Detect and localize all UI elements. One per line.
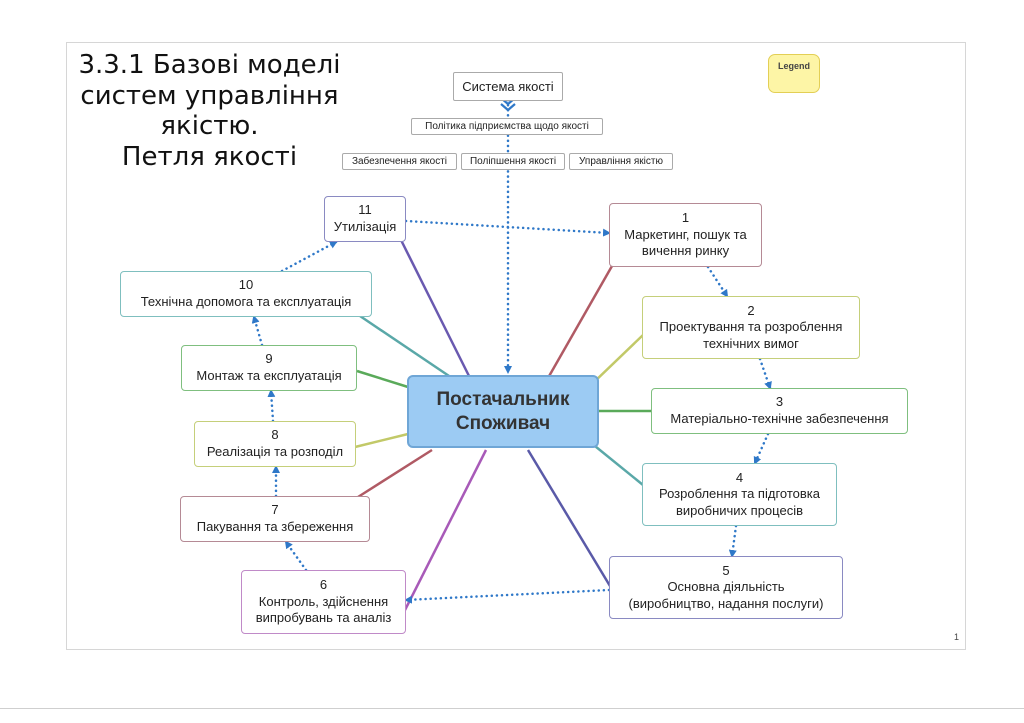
- node-number: 4: [735, 469, 744, 485]
- loop-node-6-control: 6 Контроль, здійснення випробувань та ан…: [241, 570, 406, 634]
- loop-node-9-installation: 9 Монтаж та експлуатація: [181, 345, 357, 391]
- spoke-link-2: [591, 334, 644, 385]
- quality-management-box: Управління якістю: [569, 153, 673, 170]
- loop-node-5-main-activity: 5 Основна діяльність (виробництво, надан…: [609, 556, 843, 619]
- node-number: 6: [319, 577, 328, 593]
- node-number: 9: [265, 351, 273, 367]
- title-line-4: Петля якості: [121, 142, 298, 173]
- quality-assurance-box: Забезпечення якості: [342, 153, 457, 170]
- spoke-link-6: [403, 449, 488, 611]
- node-label: Технічна допомога та експлуатація: [140, 294, 352, 309]
- node-label: Маркетинг, пошук та: [624, 226, 747, 242]
- flow-arrow-6: [728, 524, 738, 558]
- title-line-3: якістю.: [160, 111, 259, 142]
- flow-arrow-3: [706, 265, 729, 298]
- node-label: Розроблення та підготовка: [658, 486, 820, 502]
- spoke-link-1: [546, 265, 614, 379]
- node-number: 2: [747, 302, 755, 318]
- node-label: технічних вимог: [703, 335, 799, 351]
- flow-arrow-12: [280, 240, 338, 273]
- legend-label: Legend: [777, 61, 810, 71]
- flow-arrow-7: [404, 588, 611, 604]
- node-number: 3: [775, 394, 784, 410]
- quality-management-label: Управління якістю: [579, 156, 663, 167]
- loop-node-10-tech-support: 10 Технічна допомога та експлуатація: [120, 271, 372, 317]
- loop-node-8-sales: 8 Реалізація та розподіл: [194, 421, 356, 467]
- center-node: Постачальник Споживач: [407, 375, 599, 448]
- node-number: 1: [681, 210, 690, 226]
- node-number: 11: [358, 202, 372, 218]
- flow-arrow-8: [284, 540, 308, 572]
- spoke-link-11: [398, 237, 472, 379]
- quality-system-box: Система якості: [453, 72, 563, 101]
- node-label: Матеріально-технічне забезпечення: [670, 411, 889, 426]
- node-label: Реалізація та розподіл: [206, 444, 344, 459]
- center-supplier-label: Постачальник: [436, 388, 570, 410]
- spoke-link-5: [526, 449, 612, 587]
- node-label: Монтаж та експлуатація: [196, 368, 342, 383]
- loop-node-4-process-preparation: 4 Розроблення та підготовка виробничих п…: [642, 463, 837, 526]
- spoke-link-8: [354, 432, 409, 449]
- flow-arrow-11: [251, 315, 264, 347]
- node-number: 8: [271, 427, 279, 443]
- flow-arrow-5: [753, 432, 770, 465]
- loop-node-3-procurement: 3 Матеріально-технічне забезпечення: [651, 388, 908, 434]
- node-number: 10: [238, 277, 254, 293]
- node-label: Контроль, здійснення: [258, 593, 389, 609]
- title-line-1: 3.3.1 Базові моделі: [78, 50, 341, 80]
- legend-box[interactable]: Legend: [768, 54, 820, 93]
- spoke-link-4: [589, 441, 644, 486]
- node-label: Основна діяльність: [667, 579, 785, 595]
- spoke-link-10: [359, 314, 453, 380]
- quality-system-label: Система якості: [462, 79, 554, 94]
- quality-policy-label: Політика підприємства щодо якості: [425, 121, 589, 132]
- spoke-link-9: [356, 369, 409, 389]
- node-number: 7: [271, 502, 279, 518]
- node-label: (виробництво, надання послуги): [628, 595, 824, 611]
- bottom-divider: [0, 708, 1024, 709]
- page-number: 1: [954, 632, 960, 642]
- loop-node-11-disposal: 11 Утилізація: [324, 196, 406, 242]
- quality-policy-box: Політика підприємства щодо якості: [411, 118, 603, 135]
- flow-arrow-10: [267, 389, 276, 423]
- node-label: Пакування та збереження: [196, 519, 354, 534]
- node-number: 5: [722, 562, 730, 578]
- center-consumer-label: Споживач: [455, 412, 551, 434]
- flow-arrow-4: [758, 357, 772, 390]
- quality-assurance-label: Забезпечення якості: [351, 156, 448, 167]
- slide-title: 3.3.1 Базові моделі систем управління як…: [52, 50, 367, 173]
- node-label: вичення ринку: [641, 243, 730, 259]
- node-label: Проектування та розроблення: [659, 319, 843, 335]
- loop-node-1-marketing: 1 Маркетинг, пошук та вичення ринку: [609, 203, 762, 267]
- node-label: Утилізація: [333, 219, 397, 234]
- loop-node-7-packaging: 7 Пакування та збереження: [180, 496, 370, 542]
- quality-improvement-box: Поліпшення якості: [461, 153, 565, 170]
- flow-arrow-2: [404, 219, 611, 237]
- node-label: виробничих процесів: [676, 502, 803, 518]
- quality-improvement-label: Поліпшення якості: [469, 156, 557, 167]
- title-line-2: систем управління: [80, 80, 339, 111]
- loop-node-2-design: 2 Проектування та розроблення технічних …: [642, 296, 860, 359]
- node-label: випробувань та аналіз: [255, 610, 392, 626]
- spoke-link-7: [357, 448, 433, 499]
